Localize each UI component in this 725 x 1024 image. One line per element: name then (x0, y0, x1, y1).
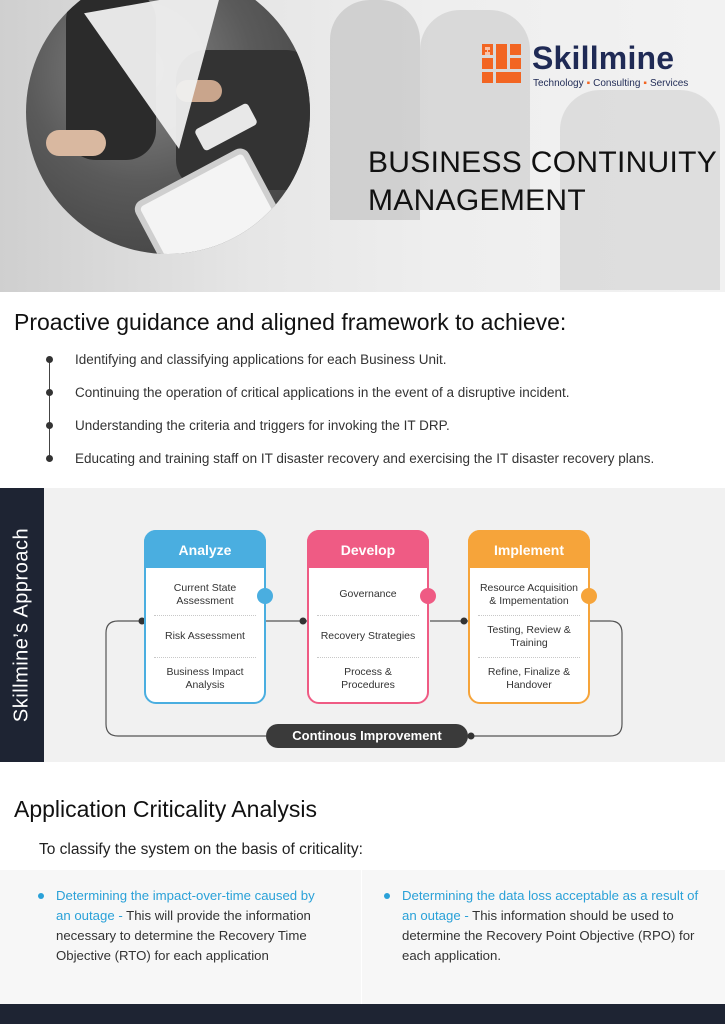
analyze-card-title: Analyze (144, 530, 266, 568)
footer-bar (0, 1004, 725, 1024)
list-item: Identifying and classifying applications… (40, 348, 720, 381)
approach-section: Skillmine’s Approach Analyze Current Sta… (0, 488, 725, 762)
develop-dot-icon (420, 588, 436, 604)
hero-wedge-accent (84, 0, 248, 162)
criticality-subheading: To classify the system on the basis of c… (39, 841, 363, 858)
analyze-dot-icon (257, 588, 273, 604)
criticality-divider (361, 870, 362, 1004)
develop-item: Process & Procedures (341, 666, 395, 691)
approach-side-bar: Skillmine’s Approach (0, 488, 44, 762)
criticality-point-text: This will provide the information necess… (56, 908, 311, 963)
page-title-line-1: BUSINESS CONTINUITY (368, 146, 718, 179)
develop-card: Develop Governance Recovery Strategies P… (307, 530, 436, 704)
bullet-connector-line (49, 360, 50, 460)
bullet-dot-icon (46, 455, 53, 462)
skillmine-logo: Skillmine Technology▪Consulting▪Services (482, 40, 702, 89)
criticality-point-text: This information should be used to deter… (402, 908, 695, 963)
implement-item: Testing, Review & Training (478, 616, 580, 658)
bullet-dot-icon (38, 893, 44, 899)
criticality-point-highlight: Determining the impact-over-time caused … (56, 888, 315, 923)
develop-item: Recovery Strategies (317, 616, 419, 658)
list-item-text: Educating and training staff on IT disas… (75, 451, 655, 466)
analyze-item: Risk Assessment (154, 616, 256, 658)
hero-banner: Skillmine Technology▪Consulting▪Services… (0, 0, 725, 292)
criticality-heading: Application Criticality Analysis (14, 796, 317, 822)
implement-dot-icon (581, 588, 597, 604)
bullet-dot-icon (46, 356, 53, 363)
skillmine-logo-mark (482, 44, 521, 83)
analyze-item: Business Impact Analysis (166, 666, 244, 691)
analyze-item: Current State Assessment (154, 574, 256, 616)
tagline-consulting: Consulting (593, 78, 641, 89)
proactive-list: Identifying and classifying applications… (40, 348, 720, 480)
develop-card-title: Develop (307, 530, 429, 568)
proactive-heading: Proactive guidance and aligned framework… (14, 309, 567, 335)
bullet-dot-icon (384, 893, 390, 899)
bullet-dot-icon (46, 422, 53, 429)
criticality-point: Determining the impact-over-time caused … (38, 886, 332, 966)
criticality-panel: Determining the impact-over-time caused … (0, 870, 725, 1004)
criticality-point-highlight: Determining the data loss acceptable as … (402, 888, 699, 923)
implement-card-title: Implement (468, 530, 590, 568)
page-title: BUSINESS CONTINUITY MANAGEMENT (368, 144, 718, 220)
page-title-line-2: MANAGEMENT (368, 184, 587, 217)
approach-flow-lines (105, 617, 623, 740)
implement-item: Resource Acquisition & Impementation (478, 574, 580, 616)
list-item-text: Understanding the criteria and triggers … (75, 418, 450, 433)
implement-item: Refine, Finalize & Handover (487, 666, 571, 691)
analyze-card: Analyze Current State Assessment Risk As… (144, 530, 273, 704)
continuous-improvement-label: Continous Improvement (266, 724, 468, 748)
brand-tagline: Technology▪Consulting▪Services (533, 78, 689, 89)
implement-card: Implement Resource Acquisition & Impemen… (468, 530, 597, 704)
tagline-technology: Technology (533, 78, 584, 89)
hero-circle-photo (26, 0, 310, 254)
criticality-point: Determining the data loss acceptable as … (384, 886, 702, 966)
brand-name: Skillmine (532, 40, 675, 76)
list-item: Understanding the criteria and triggers … (40, 414, 720, 447)
list-item: Continuing the operation of critical app… (40, 381, 720, 414)
list-item-text: Identifying and classifying applications… (75, 352, 447, 367)
list-item-text: Continuing the operation of critical app… (75, 385, 570, 400)
develop-item: Governance (317, 574, 419, 616)
tagline-services: Services (649, 78, 689, 89)
list-item: Educating and training staff on IT disas… (40, 447, 720, 480)
bullet-dot-icon (46, 389, 53, 396)
